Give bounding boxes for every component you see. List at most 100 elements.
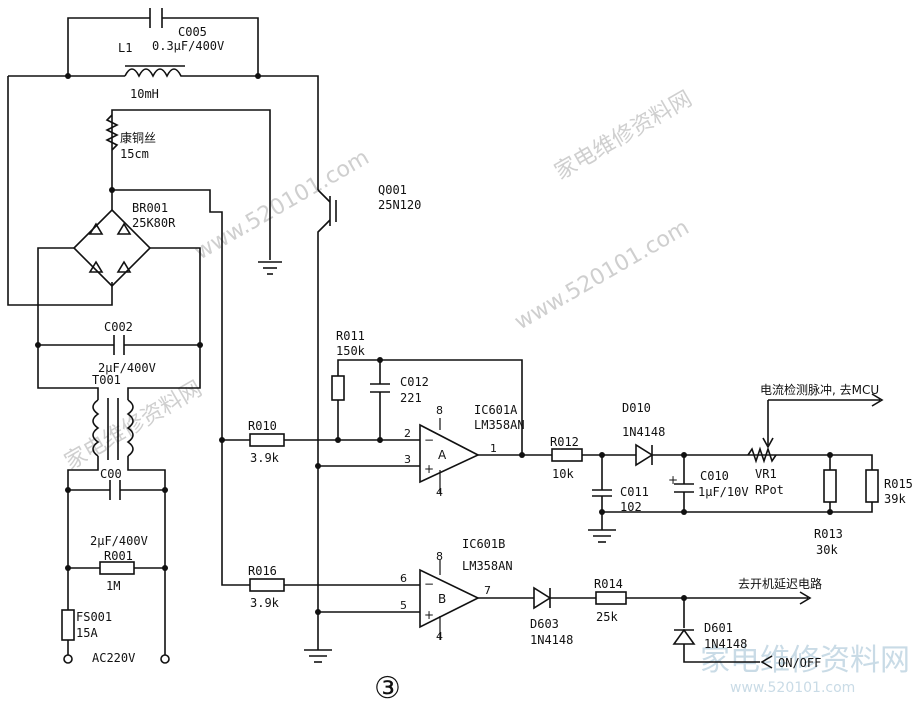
c005-wires [67,17,259,76]
c010-plus: + [668,473,678,487]
ac-label: AC220V [92,651,135,665]
shunt-to-opamp [112,189,223,440]
r014-value: 25k [596,610,618,624]
r001-ref: R001 [104,549,133,563]
r012-value: 10k [552,467,574,481]
r013-body [823,469,837,503]
node [827,509,833,515]
node [65,73,71,79]
feedback-wire [337,359,523,455]
shunt-label: 康铜丝 [120,130,156,145]
q001-igbt: Q001 25N120 [112,183,421,663]
pin-label: 3 [404,453,411,466]
r016-wires [221,440,420,586]
return-wire [7,76,113,306]
d603-ref: D603 [530,617,559,631]
q001-value: 25N120 [378,198,421,212]
opamp-a-section: R010 3.9k R011 150k C012 221 8 4 2 3 1 −… [219,329,552,499]
vr1-arrow [762,437,774,449]
t001-primary-wires [37,345,201,400]
node [315,463,321,469]
opamp-b-minus: − [424,577,434,591]
opamp-a-plus: + [424,462,434,476]
figure-number: ③ [374,671,401,705]
corner-logo: 家电维修资料网 [700,643,910,678]
current-pulse-label: 电流检测脉冲, 去MCU [760,382,879,397]
c012-ref: C012 [400,375,429,389]
c002-value: 2μF/400V [98,361,156,375]
node [377,437,383,443]
r015-ref: R015 [884,477,913,491]
vr1-ref: VR1 [755,467,777,481]
br001-value: 25K80R [132,216,176,230]
opamp-a-triangle [419,423,480,484]
d010-value: 1N4148 [622,425,665,439]
l1-ref: L1 [118,41,132,55]
c00-value: 2μF/400V [90,534,148,548]
fs001-value: 15A [76,626,98,640]
d601-ref: D601 [704,621,733,635]
r015-body [865,469,879,503]
delay-circuit-label: 去开机延迟电路 [738,576,822,591]
r016-ref: R016 [248,564,277,578]
pin-label: 6 [400,572,407,585]
pin-label: 7 [484,584,491,597]
bridge-rectifier: BR001 25K80R [37,190,201,345]
node [315,609,321,615]
c005-ref: C005 [178,25,207,39]
opamp-b-plus: + [424,608,434,622]
corner-url: www.520101.com [730,680,855,696]
c00-ref: C00 [100,467,122,481]
br001-ref: BR001 [132,201,168,215]
ac-rails [67,490,166,568]
ic601a-ref: IC601A [474,403,518,417]
ac-leads [67,568,166,655]
node [335,437,341,443]
peak-detector: R012 10k D010 1N4148 C011 102 + C010 1μF… [550,382,913,557]
r010-body [249,433,285,447]
r015-value: 39k [884,492,906,506]
c011-ref: C011 [620,485,649,499]
shunt-resistor [105,114,119,151]
fs001-body [61,609,75,641]
br001-diodes [88,222,132,273]
pin-label: 2 [404,427,411,440]
r011-ref: R011 [336,329,365,343]
ic601a-value: LM358AN [474,418,525,432]
ic601b-value: LM358AN [462,559,513,573]
r011-body [331,375,345,401]
fs001-ref: FS001 [76,610,112,624]
bridge-ac-wires [37,247,201,345]
node [681,452,687,458]
onoff-arrow [760,655,773,669]
node [827,452,833,458]
pin-label: 4 [436,630,443,643]
pin-label: 8 [436,404,443,417]
watermark-url: www.520101.com [511,215,694,335]
opamp-b-triangle [419,568,480,629]
watermark-brand-2: 家电维修资料网 [61,377,207,476]
c002-ref: C002 [104,320,133,334]
c010-value: 1μF/10V [698,485,749,499]
ac-terminal [160,654,170,664]
vr1-value: RPot [755,483,784,497]
lc-tank: C005 0.3μF/400V L1 10mH [7,8,319,306]
r001-body [99,561,135,575]
node [377,357,383,363]
pin-label: 5 [400,599,407,612]
t001-winding-2 [126,399,134,457]
r014-ref: R014 [594,577,623,591]
t001-winding-1 [92,399,100,457]
opamp-b-unit: B [438,592,446,606]
node [255,73,261,79]
d603-value: 1N4148 [530,633,573,647]
d601-wires [683,598,760,663]
c012-value: 221 [400,391,422,405]
node [599,509,605,515]
t001-secondary-wires [67,456,166,490]
ic601b-ref: IC601B [462,537,505,551]
pin-label: 1 [490,442,497,455]
d010-triangle [635,443,654,467]
l1-coil [124,68,319,190]
